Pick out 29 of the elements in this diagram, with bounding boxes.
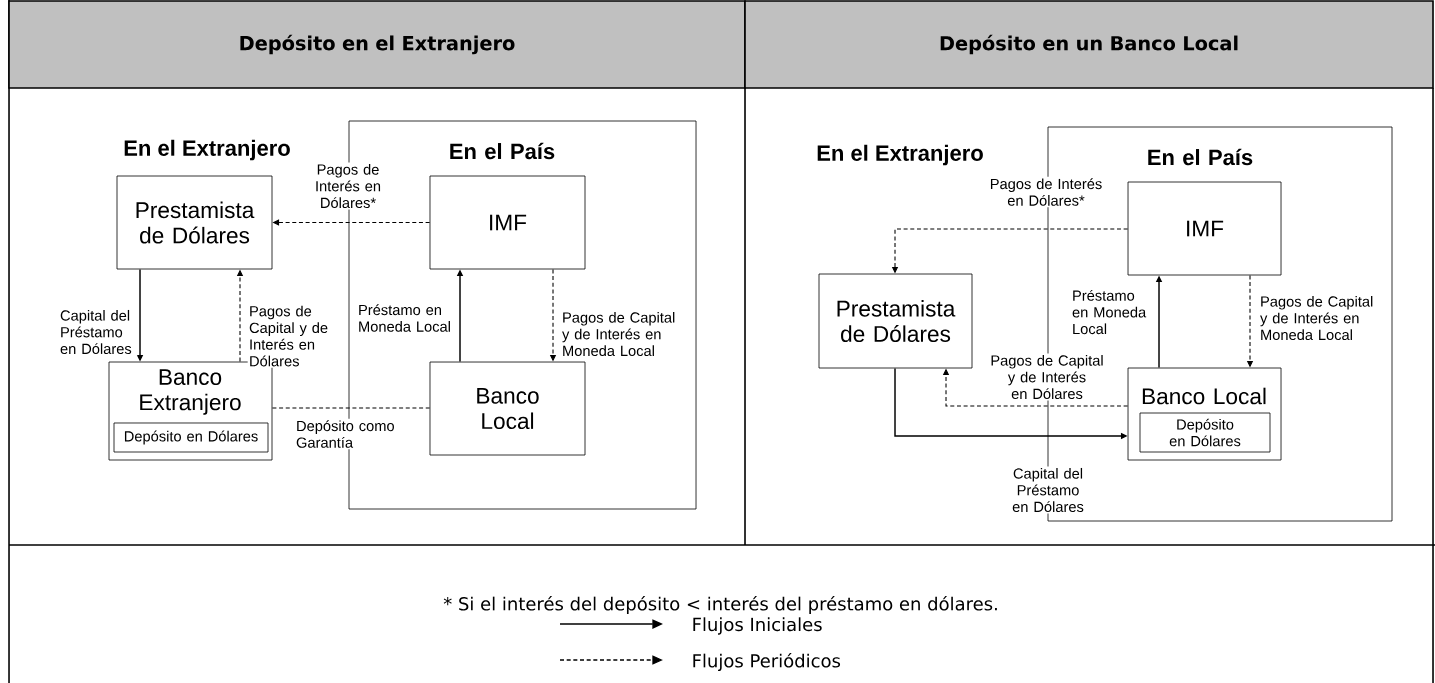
edge-label: Préstamo en Moneda Local [356,302,458,334]
edge-label: Capital del Préstamo en Dólares [1001,466,1095,514]
region-heading: En el Extranjero [817,144,983,166]
region-heading: En el Extranjero [124,139,290,161]
legend-text: Flujos Iniciales [693,617,822,635]
edge-label: Pagos de Interés en Dólares* [307,162,389,210]
bank-box: Banco Local [429,361,586,456]
lender-box: Prestamista de Dólares [818,273,973,369]
region-heading: En el País [450,142,555,160]
deposit-box: Depósito en Dólares [1139,412,1271,453]
edge-label: Pagos de Capital y de Interés en Moneda Local [1258,294,1384,342]
edge-label: Pagos de Capital y de Interés en Moneda Local [560,310,686,358]
edge-label: Pagos de Interés en Dólares* [985,176,1107,208]
deposit-box: Depósito en Dólares [113,422,269,453]
edge-label: Capital del Préstamo en Dólares [58,308,138,356]
bank-name: Banco Extranjero [140,369,241,415]
region-heading: En el País [1148,148,1253,166]
edge-label: Pagos de Capital y de Interés en Dólares [985,353,1109,401]
lender-box: Prestamista de Dólares [116,175,273,270]
edge-label: Pagos de Capital y de Interés en Dólares [247,304,339,368]
edge-label: Depósito como Garantía [294,418,404,450]
institution-box: IMF [1127,181,1282,276]
edge-label: Préstamo en Moneda Local [1070,288,1156,336]
institution-box: IMF [429,175,586,270]
footnote: * Si el interés del depósito < interés del préstamo en dólares. [443,595,997,615]
legend-text: Flujos Periódicos [693,652,841,672]
header-cell: Depósito en el Extranjero [8,0,746,89]
header-cell: Depósito en un Banco Local [744,0,1434,89]
bank-name: Banco Local [1142,387,1266,405]
